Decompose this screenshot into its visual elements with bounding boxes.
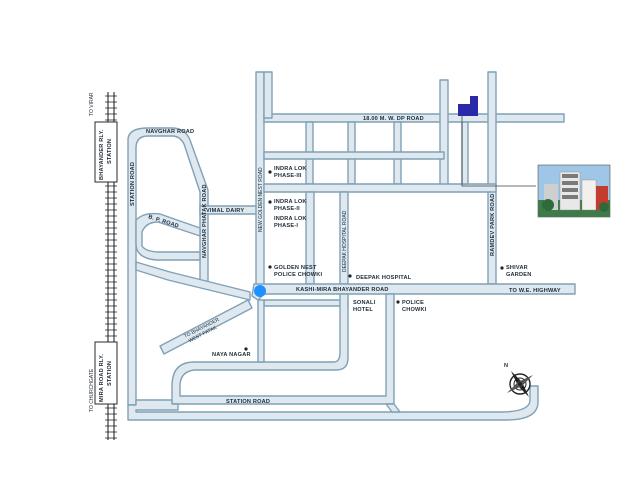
new-golden-nest-road-label: NEW GOLDEN NEST ROAD [258,167,264,232]
navghar-phatak-road-label: NAVGHAR PHATAK ROAD [202,184,208,258]
svg-text:PHASE-I: PHASE-I [274,223,298,229]
golden-nest-chowki-label: GOLDEN NEST POLICE CHOWKI [274,265,323,278]
svg-text:CHOWKI: CHOWKI [402,307,427,313]
indra-lok-1-label: INDRA LOK PHASE-I [274,216,307,229]
building-photo[interactable] [537,164,611,218]
indra-lok-2-label: INDRA LOK PHASE-II [274,199,307,212]
top-dp-road-label: 18.00 M. W. DP ROAD [363,116,424,122]
station-road-bottom-label: STATION ROAD [226,399,270,405]
svg-text:SONALI: SONALI [353,300,376,306]
svg-text:INDRA LOK: INDRA LOK [274,216,307,222]
mira-road-station-label-2: STATION [107,361,113,386]
bhayander-station-label-1: BHAYANDER RLY. [99,129,105,180]
svg-text:INDRA LOK: INDRA LOK [274,199,307,205]
to-bhayander-west-label: TO BHAYANDER WEST FATAK [183,317,220,344]
naya-nagar-label: NAYA NAGAR [212,352,251,358]
to-we-highway-label: TO W.E. HIGHWAY [509,288,561,294]
svg-text:PHASE-II: PHASE-II [274,206,300,212]
svg-text:POLICE CHOWKI: POLICE CHOWKI [274,272,323,278]
road-network [127,71,576,421]
svg-text:HOTEL: HOTEL [353,307,373,313]
police-chowki-label: POLICE CHOWKI [402,300,427,313]
svg-text:INDRA LOK: INDRA LOK [274,166,307,172]
svg-text:GARDEN: GARDEN [506,272,531,278]
svg-text:GOLDEN NEST: GOLDEN NEST [274,265,317,271]
deepak-hospital-road-label: DEEPAK HOSPITAL ROAD [342,210,348,272]
mira-road-station-box: MIRA ROAD RLY. STATION [94,341,118,405]
kashi-mira-road-label: KASHI-MIRA BHAYANDER ROAD [296,287,389,293]
bhayander-station-label-2: STATION [107,139,113,164]
project-site [458,96,536,187]
to-churchgate-label: TO CHURCHGATE [89,368,95,412]
indra-lok-3-label: INDRA LOK PHASE-III [274,166,307,179]
navghar-road-label: NAVGHAR ROAD [146,129,194,135]
deepak-hospital-label: DEEPAK HOSPITAL [356,275,412,281]
station-road-left-label: STATION ROAD [130,162,136,206]
shivar-garden-label: SHIVAR GARDEN [506,265,531,278]
compass-north-label: N [504,363,508,369]
compass-icon: N [504,363,533,397]
to-virar-label: TO VIRAR [89,92,95,116]
vimal-dairy-label: VIMAL DAIRY [206,208,244,214]
svg-text:POLICE: POLICE [402,300,424,306]
svg-text:SHIVAR: SHIVAR [506,265,528,271]
junction-marker [254,285,266,297]
landmark-dots [244,170,504,351]
bhayander-station-box: BHAYANDER RLY. STATION [94,121,118,183]
mira-road-station-label-1: MIRA ROAD RLY. [99,354,105,402]
svg-text:PHASE-III: PHASE-III [274,173,302,179]
ramdev-park-road-label: RAMDEV PARK ROAD [490,194,496,256]
sonali-hotel-label: SONALI HOTEL [353,300,376,313]
